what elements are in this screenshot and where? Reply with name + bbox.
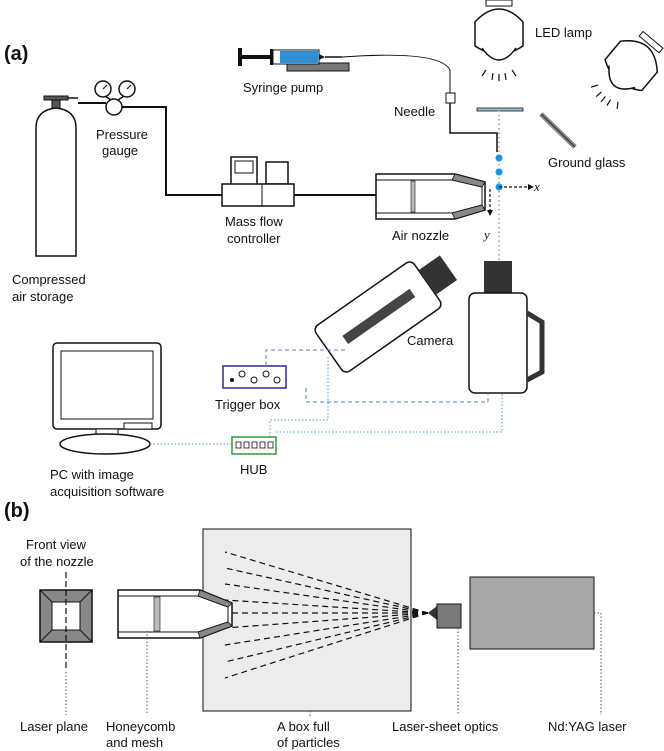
mass-flow-label-2: controller — [227, 231, 281, 246]
panel-b-tag: (b) — [4, 500, 30, 522]
air-pipe — [78, 102, 376, 196]
ground-glass-label: Ground glass — [548, 155, 626, 170]
front-view-label-2: of the nozzle — [20, 554, 94, 569]
laser-sheet-optics — [428, 603, 462, 629]
syringe-pump — [238, 48, 350, 72]
panel-a-tag: (a) — [4, 43, 28, 65]
pressure-gauge-label-2: gauge — [102, 143, 138, 158]
front-view-label-1: Front view — [26, 537, 87, 552]
nozzle-side-view — [117, 589, 233, 639]
mass-flow-label-1: Mass flow — [225, 214, 283, 229]
needle — [445, 92, 498, 152]
pc-label-2: acquisition software — [50, 484, 164, 499]
hub-label: HUB — [240, 462, 267, 477]
hub-lines — [150, 355, 503, 445]
axis-x-label: x — [533, 179, 540, 194]
led-lamp-angled — [590, 30, 664, 110]
led-lamp-top — [474, 0, 524, 112]
nd-yag-laser — [469, 576, 595, 650]
led-lamp-label: LED lamp — [535, 25, 592, 40]
trigger-box — [222, 365, 287, 389]
pc-label-1: PC with image — [50, 467, 134, 482]
trigger-box-label: Trigger box — [215, 397, 281, 412]
laser-plane-label: Laser plane — [20, 719, 88, 734]
droplets — [495, 154, 503, 191]
compressed-air-label-1: Compressed — [12, 272, 86, 287]
camera-upright — [468, 261, 545, 394]
honeycomb-label-2: and mesh — [106, 735, 163, 750]
compressed-air-cylinder — [35, 95, 78, 257]
leader-lines — [65, 612, 602, 716]
air-nozzle — [375, 173, 486, 220]
needle-label: Needle — [394, 104, 435, 119]
pressure-gauge-label-1: Pressure — [96, 127, 148, 142]
camera-label: Camera — [407, 333, 454, 348]
laser-optics-label: Laser-sheet optics — [392, 719, 499, 734]
syringe-tube — [341, 54, 451, 93]
nd-yag-laser-label: Nd:YAG laser — [548, 719, 627, 734]
mass-flow-controller — [221, 156, 295, 207]
particle-box — [202, 528, 412, 712]
hub — [231, 436, 277, 455]
particle-box-label-1: A box full — [277, 719, 330, 734]
honeycomb-label-1: Honeycomb — [106, 719, 175, 734]
nozzle-front-view — [39, 572, 93, 670]
compressed-air-label-2: air storage — [12, 289, 73, 304]
air-nozzle-label: Air nozzle — [392, 228, 449, 243]
particle-box-label-2: of particles — [277, 735, 340, 750]
trigger-lines — [265, 349, 489, 403]
axis-y-label: y — [482, 227, 490, 242]
monitor — [52, 342, 162, 455]
syringe-pump-label: Syringe pump — [243, 80, 323, 95]
coordinate-axes — [487, 184, 534, 216]
pressure-gauge-icon — [94, 80, 136, 116]
camera-angled — [314, 255, 458, 373]
